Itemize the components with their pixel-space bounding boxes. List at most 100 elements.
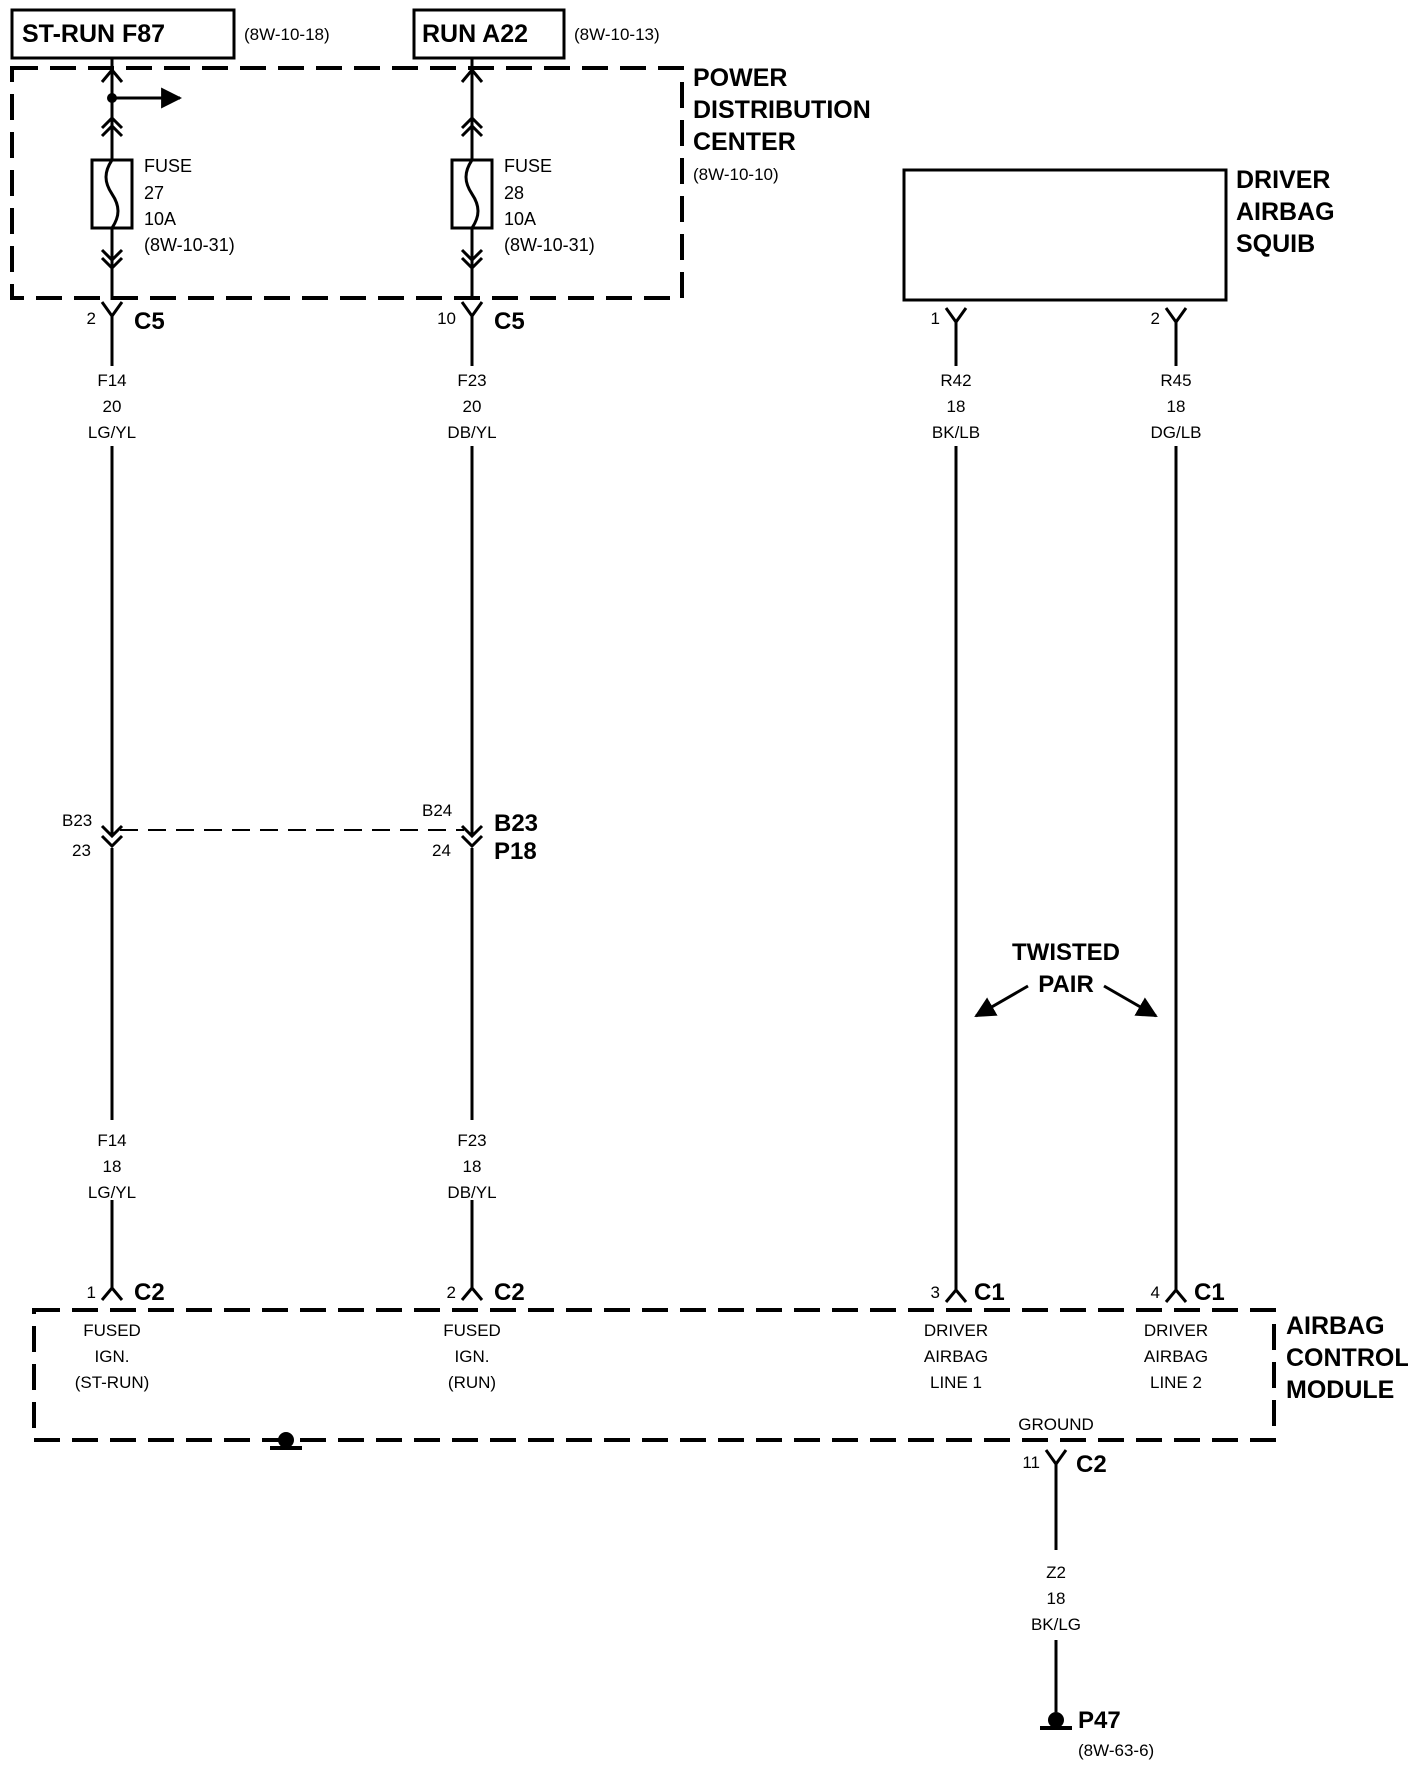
wire-z2-circuit: Z2 (1046, 1563, 1066, 1582)
acm-label-line1: AIRBAG (1286, 1312, 1385, 1340)
connector-c2-pin1: 1 C2 (87, 1279, 165, 1306)
source-st-run-ref: (8W-10-18) (244, 25, 330, 44)
squib-label-line1: DRIVER (1236, 166, 1330, 194)
wire-r42-color: BK/LB (932, 423, 980, 442)
acm-pin4-line2: AIRBAG (1144, 1347, 1208, 1366)
acm-pin2-line1: FUSED (443, 1321, 501, 1340)
squib-label-line3: SQUIB (1236, 230, 1315, 258)
wire-label-r42: R42 18 BK/LB (932, 371, 980, 442)
connector-c1-pin4: 4 C1 (1151, 1279, 1225, 1306)
fuse-28-number: 28 (504, 183, 524, 203)
acm-box (32, 1308, 1276, 1442)
connector-c5-right-name: C5 (494, 308, 525, 335)
connector-c5-right: 10 C5 (437, 301, 525, 335)
connector-squib-1: 1 (931, 307, 968, 328)
wire-label-z2: Z2 18 BK/LG (1031, 1563, 1081, 1634)
source-run-ref: (8W-10-13) (574, 25, 660, 44)
connector-c1-pin4-pin: 4 (1151, 1283, 1160, 1302)
wire-r42-gauge: 18 (947, 397, 966, 416)
squib-box (902, 168, 1228, 302)
connector-squib-2: 2 (1151, 307, 1188, 328)
wire-f23-lower-color: DB/YL (447, 1183, 496, 1202)
wire-f14-lower-circuit: F14 (97, 1131, 126, 1150)
wire-f23-upper-color: DB/YL (447, 423, 496, 442)
connector-c2-pin1-pin: 1 (87, 1283, 96, 1302)
inline-right-top: B24 (422, 801, 452, 820)
wire-f14-upper-circuit: F14 (97, 371, 126, 390)
squib-label: DRIVER AIRBAG SQUIB (1236, 166, 1335, 258)
connector-c2-pin1-name: C2 (134, 1279, 165, 1306)
connector-c5-right-pin: 10 (437, 309, 456, 328)
connector-c2-pin2-name: C2 (494, 1279, 525, 1306)
wire-f23-upper-gauge: 20 (463, 397, 482, 416)
fuse-27-title: FUSE (144, 156, 192, 176)
connector-c2-pin2: 2 C2 (447, 1279, 525, 1306)
connector-c2-pin2-pin: 2 (447, 1283, 456, 1302)
ground-icon (1048, 1712, 1064, 1728)
fuse-27-ref: (8W-10-31) (144, 235, 235, 255)
inline-right-name1: B23 (494, 810, 538, 837)
inline-left-top: B23 (62, 811, 92, 830)
wire-z2-color: BK/LG (1031, 1615, 1081, 1634)
acm-pin2-line3: (RUN) (448, 1373, 496, 1392)
twisted-pair-line2: PAIR (1038, 971, 1094, 998)
connector-c2-ground-pin: 11 (1022, 1453, 1040, 1472)
acm-pin2-line2: IGN. (455, 1347, 490, 1366)
connector-c2-ground: 11 C2 (1022, 1449, 1107, 1478)
wire-label-f23-lower: F23 18 DB/YL (447, 1131, 496, 1202)
inline-connector-right: B24 24 B23 P18 (422, 801, 538, 865)
wire-f14-upper-color: LG/YL (88, 423, 136, 442)
acm-pin-label-3: DRIVER AIRBAG LINE 1 (924, 1321, 988, 1392)
connector-c1-pin3-name: C1 (974, 1279, 1005, 1306)
acm-pin3-line1: DRIVER (924, 1321, 988, 1340)
twisted-pair-line1: TWISTED (1012, 939, 1120, 966)
source-run: RUN A22 (8W-10-13) (412, 8, 660, 60)
source-st-run: ST-RUN F87 (8W-10-18) (10, 8, 330, 60)
wire-label-f23-upper: F23 20 DB/YL (447, 371, 496, 442)
acm-pin3-line2: AIRBAG (924, 1347, 988, 1366)
connector-c5-left-name: C5 (134, 308, 165, 335)
acm-pin-label-2: FUSED IGN. (RUN) (443, 1321, 501, 1392)
wire-f14-upper-gauge: 20 (103, 397, 122, 416)
wire-r45-circuit: R45 (1160, 371, 1191, 390)
twisted-pair-label: TWISTED PAIR (974, 939, 1158, 1018)
feed-st-run (90, 58, 183, 300)
squib-label-line2: AIRBAG (1236, 198, 1335, 226)
connector-squib-2-pin: 2 (1151, 309, 1160, 328)
acm-pin4-line3: LINE 2 (1150, 1373, 1202, 1392)
source-run-label: RUN A22 (422, 20, 528, 48)
fuse-27-number: 27 (144, 183, 164, 203)
connector-squib-1-pin: 1 (931, 309, 940, 328)
fuse-28-rating: 10A (504, 209, 536, 229)
wire-label-f14-upper: F14 20 LG/YL (88, 371, 136, 442)
connector-c1-pin3: 3 C1 (931, 1279, 1005, 1306)
connector-c2-ground-name: C2 (1076, 1451, 1107, 1478)
case-ground-icon (270, 1432, 302, 1450)
pdc-label-line3: CENTER (693, 128, 796, 156)
ground-point-ref: (8W-63-6) (1078, 1741, 1154, 1760)
inline-left-pin: 23 (72, 841, 91, 860)
wire-f14-lower-color: LG/YL (88, 1183, 136, 1202)
wire-r45-color: DG/LB (1150, 423, 1201, 442)
pdc-ref: (8W-10-10) (693, 165, 779, 184)
fuse-28-ref: (8W-10-31) (504, 235, 595, 255)
connector-c1-pin4-name: C1 (1194, 1279, 1225, 1306)
pdc-label-line2: DISTRIBUTION (693, 96, 871, 124)
source-st-run-label: ST-RUN F87 (22, 20, 165, 48)
acm-pin1-line3: (ST-RUN) (75, 1373, 150, 1392)
pdc-label: POWER DISTRIBUTION CENTER (8W-10-10) (693, 64, 871, 184)
acm-pin4-line1: DRIVER (1144, 1321, 1208, 1340)
wire-f23-lower-gauge: 18 (463, 1157, 482, 1176)
wire-f23-upper-circuit: F23 (457, 371, 486, 390)
wire-f14-lower-gauge: 18 (103, 1157, 122, 1176)
wire-r42-circuit: R42 (940, 371, 971, 390)
connector-c5-left-pin: 2 (87, 309, 96, 328)
acm-pin3-line3: LINE 1 (930, 1373, 982, 1392)
acm-pin1-line2: IGN. (95, 1347, 130, 1366)
fuse-27-rating: 10A (144, 209, 176, 229)
wire-label-r45: R45 18 DG/LB (1150, 371, 1201, 442)
acm-label: AIRBAG CONTROL MODULE (1286, 1312, 1408, 1404)
wire-f23-lower-circuit: F23 (457, 1131, 486, 1150)
inline-connector-left: B23 23 (62, 811, 124, 860)
